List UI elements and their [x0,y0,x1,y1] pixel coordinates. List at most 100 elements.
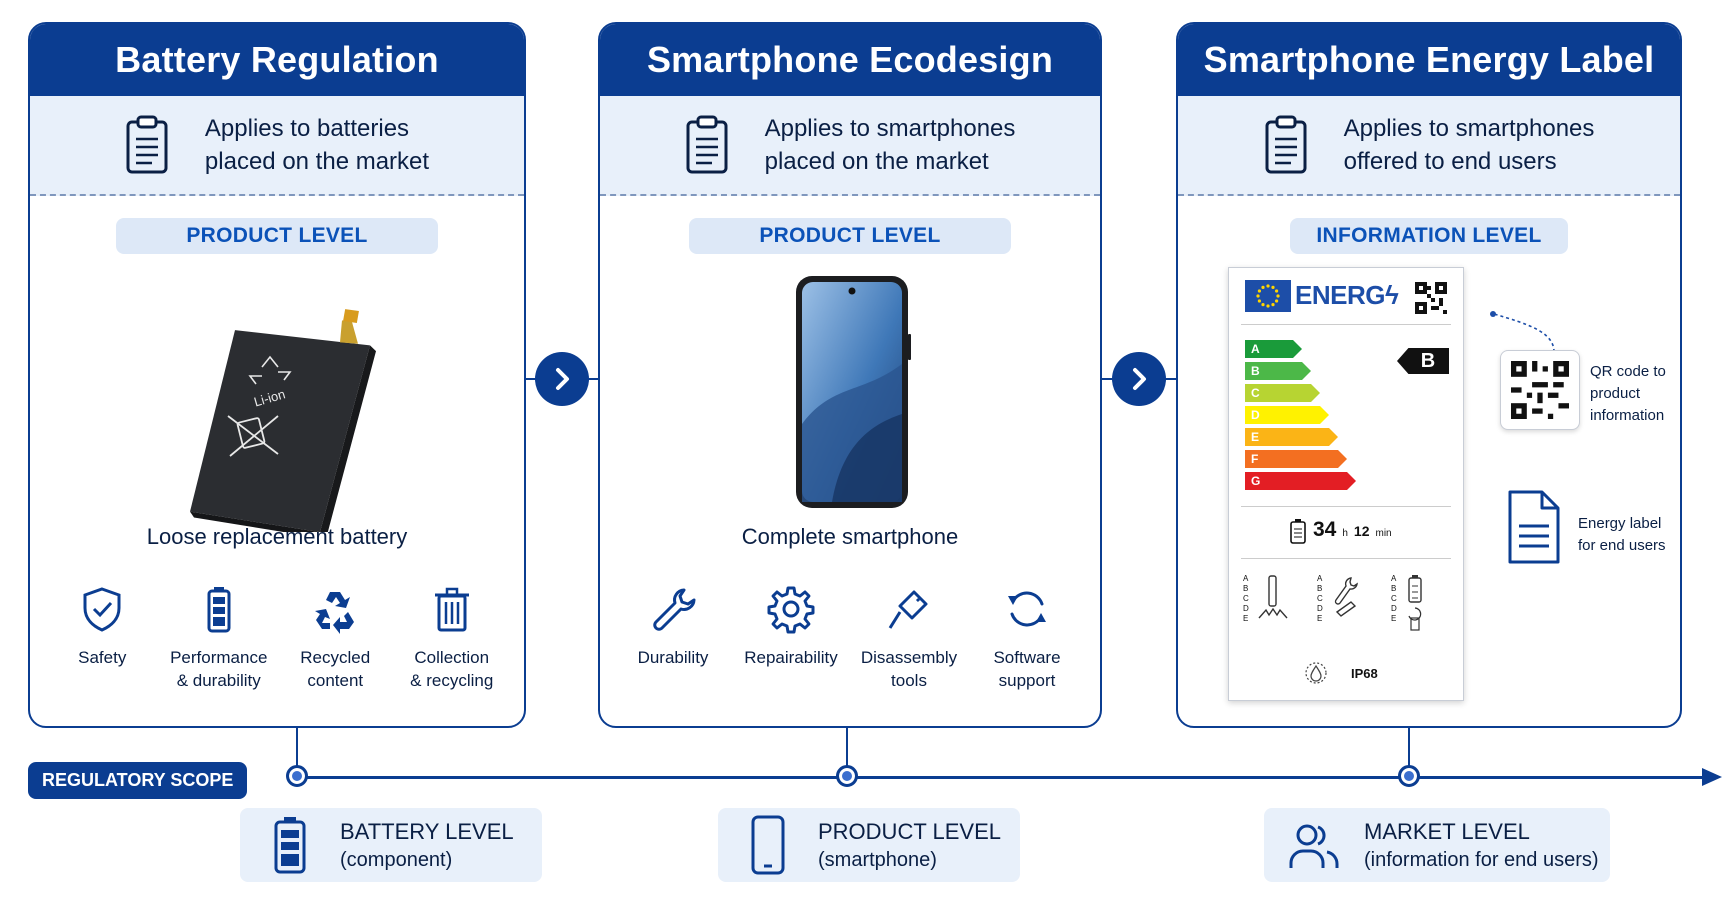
feature-label: Safety [78,648,127,667]
users-icon [1289,824,1339,868]
level-title: PRODUCT LEVEL [818,818,1001,844]
ip-rating-row: IP68 [1299,660,1378,686]
market-level-card: MARKET LEVEL (information for end users) [1264,808,1610,882]
level-badge: PRODUCT LEVEL [116,218,438,254]
smartphone-illustration [796,276,911,508]
gear-icon [767,586,815,634]
ip-rating: IP68 [1351,665,1378,681]
feature-label: Disassembly tools [860,648,958,690]
applies-text: Applies to smartphones offered to end us… [1343,115,1595,175]
clipboard-icon [125,114,169,176]
product-level-card: PRODUCT LEVEL (smartphone) [718,808,1020,882]
feature-disassembly: Disassembly tools [850,584,968,692]
hours-unit: h [1342,528,1348,539]
battery-regulation-panel: Battery Regulation Applies to batteries … [28,22,526,728]
applies-box: Applies to smartphones offered to end us… [1178,96,1680,196]
qr-code-icon [1415,282,1447,314]
recycle-icon [315,592,355,634]
minutes-unit: min [1375,528,1392,539]
divider [1241,506,1451,507]
energy-class-bar: D [1245,406,1329,424]
feature-label: Software support [993,648,1061,690]
divider [1241,558,1451,559]
trash-bin-icon [434,587,469,632]
feature-label: Performance & durability [170,648,268,690]
recycle-mark [248,355,292,385]
hours-value: 34 [1313,518,1337,541]
timeline-dot [286,765,308,787]
energy-brand-text: ENERG [1295,280,1385,310]
battery-endurance: 34 h 12 min [1289,518,1392,544]
battery-level-card: BATTERY LEVEL (component) [240,808,542,882]
clipboard-icon [685,114,729,176]
level-badge: INFORMATION LEVEL [1290,218,1568,254]
minutes-value: 12 [1353,523,1370,539]
level-badge: PRODUCT LEVEL [689,218,1011,254]
dotted-pointer [1490,311,1555,353]
battery-icon [207,587,231,633]
feature-software: Software support [968,584,1086,692]
scope-connector [1408,728,1410,776]
energy-class-bar: B [1245,362,1311,380]
energy-class-bar: G [1245,472,1356,490]
feature-label: Recycled content [300,648,371,690]
next-arrow-button [535,352,589,406]
qr-code-icon [1511,361,1569,419]
feature-safety: Safety [44,584,161,692]
battery-icon [274,817,306,874]
wrench-icon [653,588,696,631]
feature-collection: Collection & recycling [394,584,511,692]
chevron-right-icon [556,368,569,390]
feature-durability: Durability [614,584,732,692]
feature-label: Durability [637,648,709,667]
level-subtitle: (component) [340,848,453,871]
panel-caption: Complete smartphone [741,524,959,549]
divider [1241,324,1451,325]
shield-check-icon [83,587,121,632]
energy-class-bar: E [1245,428,1338,446]
energy-brand: ENERGϟ [1295,280,1399,311]
scope-timeline [296,776,1706,779]
applies-box: Applies to smartphones placed on the mar… [600,96,1100,196]
panel-title: Smartphone Energy Label [1178,24,1680,96]
dust-water-icon [1305,662,1327,684]
panel-title: Smartphone Ecodesign [600,24,1100,96]
timeline-dot [1398,765,1420,787]
smartphone-ecodesign-panel: Smartphone Ecodesign Applies to smartpho… [598,22,1102,728]
feature-row: Durability Repairability Disassembly too… [600,584,1100,692]
document-icon [1508,490,1560,564]
timeline-arrowhead [1702,768,1722,786]
qr-code-box [1500,350,1580,430]
timeline-dot [836,765,858,787]
crossed-bin-mark [227,415,279,457]
applies-box: Applies to batteries placed on the marke… [30,96,524,196]
rating-marker: B [1397,348,1449,374]
energy-class-bar: F [1245,450,1347,468]
feature-label: Repairability [744,648,838,667]
eu-flag-icon [1245,280,1291,312]
level-title: BATTERY LEVEL [340,818,514,844]
regulatory-scope-label: REGULATORY SCOPE [28,762,248,799]
feature-label: Collection & recycling [410,648,494,690]
chevron-right-icon [1133,368,1146,390]
panel-caption: Loose replacement battery [146,524,408,549]
sync-icon [1008,591,1046,627]
lightning-icon: ϟ [1384,280,1399,310]
qr-code-note: QR code to product information [1590,363,1666,424]
energy-class-bar: A [1245,340,1302,358]
level-title: MARKET LEVEL [1364,818,1530,844]
feature-performance: Performance & durability [161,584,278,692]
battery-cycles-icon [1408,575,1422,631]
applies-text: Applies to batteries placed on the marke… [204,115,430,175]
applies-text: Applies to smartphones placed on the mar… [764,115,1016,175]
feature-row: Safety Performance & durability Recycled… [30,584,524,692]
level-subtitle: (information for end users) [1364,848,1599,871]
panel-title: Battery Regulation [30,24,524,96]
repair-tools-icon [1334,577,1358,617]
battery-illustration: Li-ion [190,309,376,532]
scope-connector [296,728,298,776]
